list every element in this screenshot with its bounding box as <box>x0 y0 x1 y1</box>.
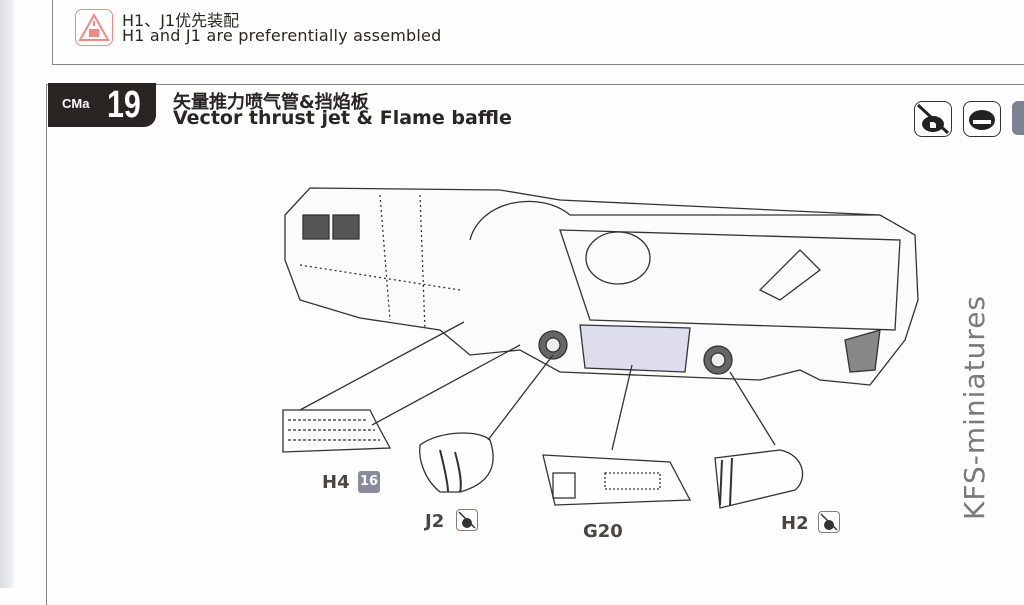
step-title-en: Vector thrust jet & Flame baffle <box>173 107 512 129</box>
warning-icon <box>75 9 113 46</box>
page-edge <box>0 0 14 588</box>
step-title-cn: 矢量推力喷气管&挡焰板 <box>173 92 369 113</box>
part-label-g20: G20 <box>583 521 623 542</box>
step-prefix: CMa <box>62 96 90 111</box>
note-text-cn: H1、J1优先装配 <box>122 11 240 30</box>
part-label-j2: J2 <box>425 511 445 532</box>
note-text-en: H1 and J1 are preferentially assembled <box>122 26 442 45</box>
paint-icon <box>1012 101 1024 135</box>
glue-icon <box>963 101 1001 137</box>
part-label-h4: H4 <box>322 472 350 493</box>
watermark: KFS-miniatures <box>958 294 991 520</box>
assembly-drawing <box>282 187 919 509</box>
part-label-h2: H2 <box>781 513 809 534</box>
no-glue-icon-h2 <box>818 511 840 533</box>
part-quantity-h4: 16 <box>358 471 380 493</box>
step-frame <box>46 84 1024 605</box>
step-number: 19 <box>107 84 141 126</box>
no-glue-icon <box>914 101 952 137</box>
no-glue-icon-j2 <box>456 509 478 531</box>
note-box <box>52 0 1024 65</box>
step-badge <box>48 83 156 127</box>
